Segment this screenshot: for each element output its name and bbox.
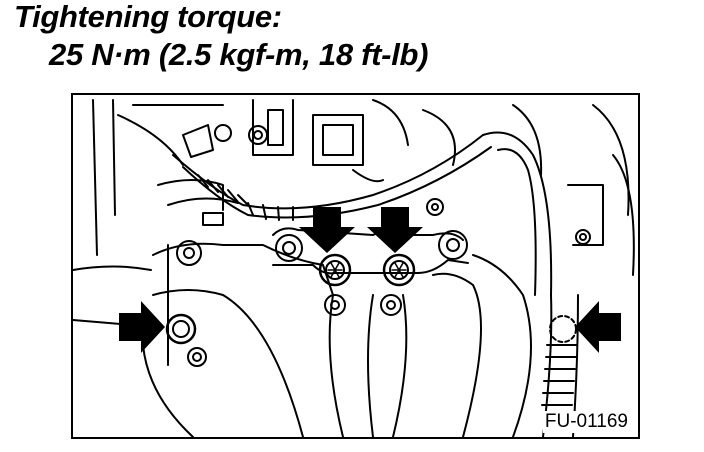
intake-manifold-drawing	[73, 99, 635, 437]
engine-background-lines	[73, 99, 635, 326]
figure-id-label: FU-01169	[542, 411, 630, 433]
harness-hose	[172, 131, 553, 296]
arrow-right-icon	[119, 301, 165, 353]
target-bolts	[165, 253, 577, 367]
arrow-down-icon	[299, 207, 355, 253]
intake-manifold	[142, 242, 532, 437]
arrow-down-icon	[367, 207, 423, 253]
torque-title: Tightening torque:	[14, 0, 282, 34]
callout-arrows	[119, 207, 621, 353]
engine-illustration-frame: FU-01169	[71, 93, 640, 439]
arrow-left-icon	[575, 301, 621, 353]
torque-value: 25 N·m (2.5 kgf-m, 18 ft-lb)	[49, 37, 429, 72]
torque-header: Tightening torque: 25 N·m (2.5 kgf-m, 18…	[0, 0, 704, 80]
